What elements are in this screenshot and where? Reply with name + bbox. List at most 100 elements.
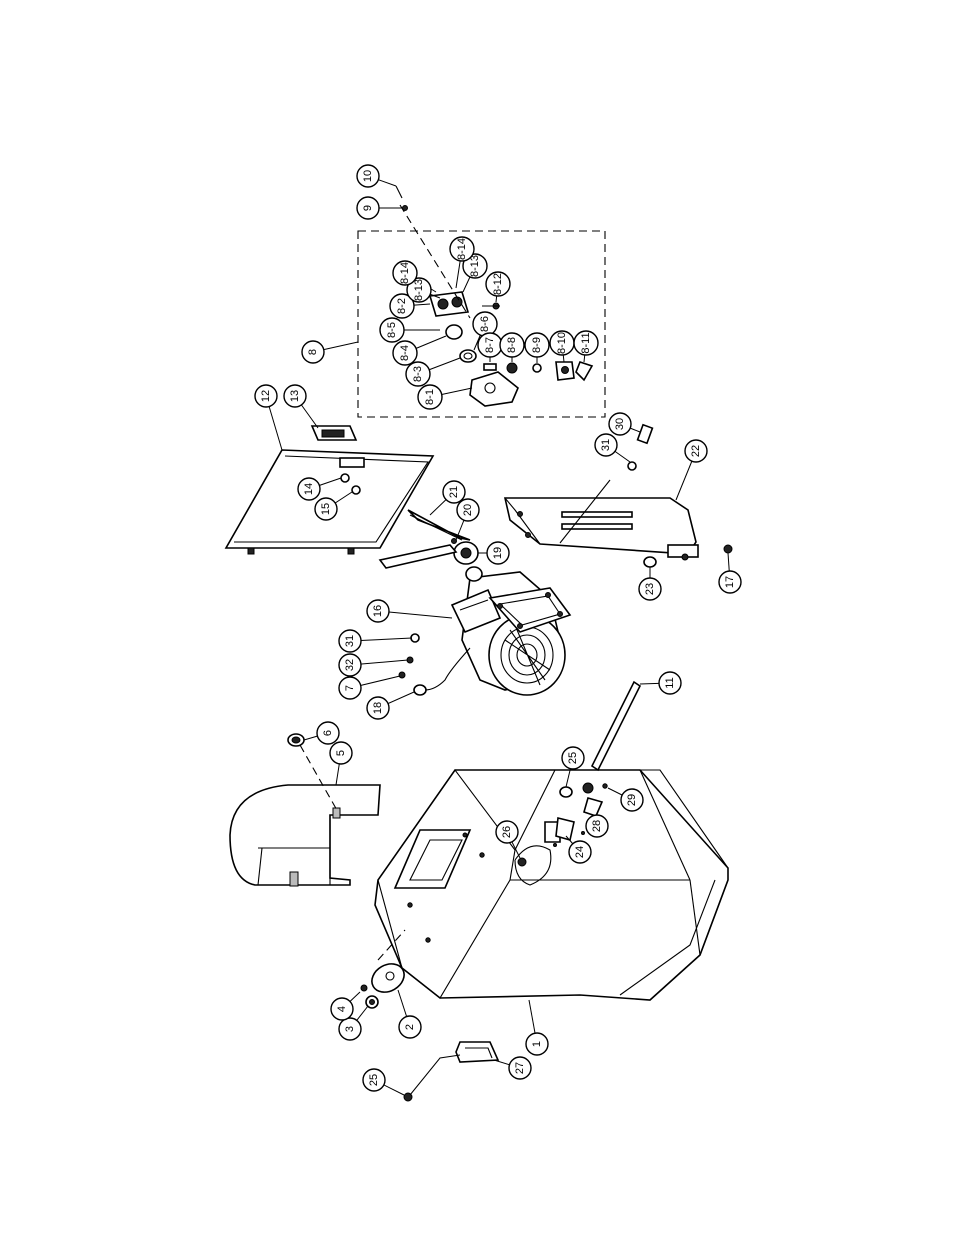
callout-8-5: 8-5 bbox=[380, 318, 404, 342]
callout-label: 8-14 bbox=[456, 238, 468, 260]
callout-label: 29 bbox=[626, 794, 638, 806]
callout-9: 9 bbox=[357, 197, 379, 219]
callout-4: 4 bbox=[331, 998, 353, 1020]
callout-label: 8-6 bbox=[479, 316, 491, 332]
callout-label: 8-13 bbox=[469, 255, 481, 277]
callout-label: 25 bbox=[567, 752, 579, 764]
callout-label: 8-1 bbox=[424, 389, 436, 405]
callout-30: 30 bbox=[609, 413, 631, 435]
callout-2: 2 bbox=[399, 1016, 421, 1038]
callout-6: 6 bbox=[317, 722, 339, 744]
callout-25a: 25 bbox=[562, 747, 584, 769]
callout-15: 15 bbox=[315, 498, 337, 520]
callout-label: 17 bbox=[724, 576, 736, 588]
callout-8: 8 bbox=[302, 341, 324, 363]
callout-label: 5 bbox=[335, 750, 347, 756]
switch-box bbox=[312, 426, 356, 440]
callout-16: 16 bbox=[367, 600, 389, 622]
callout-label: 8 bbox=[307, 349, 319, 355]
callout-29: 29 bbox=[621, 789, 643, 811]
callout-14: 14 bbox=[298, 478, 320, 500]
callout-label: 8-8 bbox=[506, 337, 518, 353]
callout-1: 1 bbox=[526, 1033, 548, 1055]
callout-label: 28 bbox=[591, 820, 603, 832]
callout-label: 8-3 bbox=[412, 366, 424, 382]
callout-8-6: 8-6 bbox=[473, 312, 497, 336]
callout-label: 23 bbox=[644, 583, 656, 595]
callout-3: 3 bbox=[339, 1018, 361, 1040]
callout-label: 16 bbox=[372, 605, 384, 617]
callout-8-4: 8-4 bbox=[393, 341, 417, 365]
callout-8-8: 8-8 bbox=[500, 333, 524, 357]
callout-11: 11 bbox=[659, 672, 681, 694]
callout-8-10: 8-10 bbox=[550, 331, 574, 355]
callout-21: 21 bbox=[443, 481, 465, 503]
callout-label: 8-2 bbox=[396, 298, 408, 314]
callout-label: 31 bbox=[600, 439, 612, 451]
stand-bracket bbox=[505, 480, 698, 560]
callout-label: 11 bbox=[664, 677, 676, 688]
callout-label: 8-12 bbox=[492, 273, 504, 295]
callout-label: 32 bbox=[344, 659, 356, 671]
callout-17: 17 bbox=[719, 571, 741, 593]
callout-label: 22 bbox=[690, 445, 702, 457]
callout-label: 18 bbox=[372, 702, 384, 714]
callout-23: 23 bbox=[639, 578, 661, 600]
callout-label: 8-9 bbox=[531, 337, 543, 353]
callout-28: 28 bbox=[586, 815, 608, 837]
callout-12: 12 bbox=[255, 385, 277, 407]
callout-label: 4 bbox=[336, 1006, 348, 1012]
callout-8-14b: 8-14 bbox=[450, 237, 474, 261]
callout-8-1: 8-1 bbox=[418, 385, 442, 409]
callout-31a: 31 bbox=[595, 434, 617, 456]
callout-label: 27 bbox=[514, 1062, 526, 1074]
callout-label: 14 bbox=[303, 483, 315, 495]
callout-label: 8-4 bbox=[399, 345, 411, 361]
callout-32: 32 bbox=[339, 654, 361, 676]
callout-label: 21 bbox=[448, 486, 460, 498]
callout-label: 19 bbox=[492, 547, 504, 559]
callout-8-9: 8-9 bbox=[525, 333, 549, 357]
callout-label: 10 bbox=[362, 170, 374, 182]
callout-label: 25 bbox=[368, 1074, 380, 1086]
callout-26: 26 bbox=[496, 821, 518, 843]
callout-8-14a: 8-14 bbox=[393, 261, 417, 285]
callout-13: 13 bbox=[284, 385, 306, 407]
callout-18: 18 bbox=[367, 697, 389, 719]
callout-label: 8-7 bbox=[484, 337, 496, 353]
motor-assembly bbox=[414, 567, 570, 695]
callout-label: 8-10 bbox=[556, 332, 568, 354]
callout-label: 9 bbox=[362, 205, 374, 211]
callout-7: 7 bbox=[339, 677, 361, 699]
callout-31b: 31 bbox=[339, 630, 361, 652]
callout-label: 2 bbox=[404, 1024, 416, 1030]
callout-label: 13 bbox=[289, 390, 301, 402]
callout-label: 3 bbox=[344, 1026, 356, 1032]
callout-label: 26 bbox=[501, 826, 513, 838]
callout-8-3: 8-3 bbox=[406, 362, 430, 386]
callout-label: 8-14 bbox=[399, 262, 411, 284]
callout-8-12: 8-12 bbox=[486, 272, 510, 296]
callout-label: 20 bbox=[462, 504, 474, 516]
callout-label: 24 bbox=[574, 846, 586, 858]
callout-label: 8-5 bbox=[386, 322, 398, 338]
callout-27: 27 bbox=[509, 1057, 531, 1079]
callout-label: 8-11 bbox=[580, 332, 592, 353]
rod bbox=[592, 682, 640, 770]
callout-label: 12 bbox=[260, 390, 272, 402]
callout-25b: 25 bbox=[363, 1069, 385, 1091]
callout-label: 31 bbox=[344, 635, 356, 647]
callout-label: 15 bbox=[320, 503, 332, 515]
callout-19: 19 bbox=[487, 542, 509, 564]
callout-label: 30 bbox=[614, 418, 626, 430]
callout-24: 24 bbox=[569, 841, 591, 863]
callout-8-7: 8-7 bbox=[478, 333, 502, 357]
callout-label: 8-13 bbox=[413, 279, 425, 301]
callout-8-11: 8-11 bbox=[574, 331, 598, 355]
callout-label: 6 bbox=[322, 730, 334, 736]
callout-label: 7 bbox=[344, 685, 356, 691]
callout-22: 22 bbox=[685, 440, 707, 462]
callout-label: 1 bbox=[531, 1041, 543, 1047]
